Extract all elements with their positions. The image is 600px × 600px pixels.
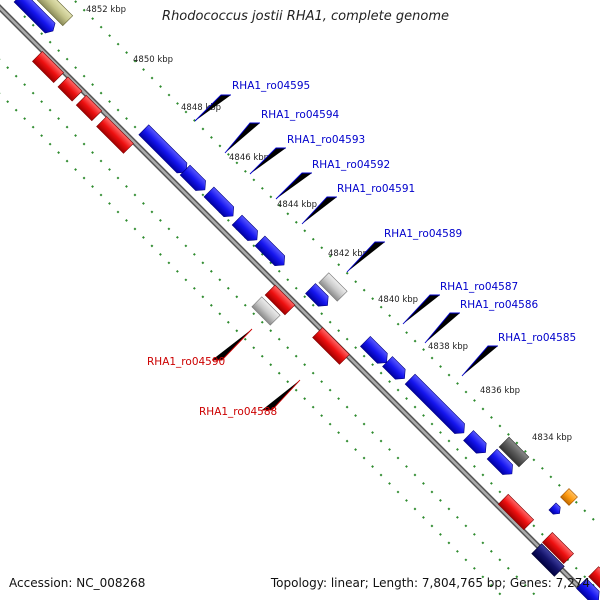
gene-ro04589[interactable]	[305, 283, 333, 311]
gene-forward-orange[interactable]	[560, 488, 578, 506]
gene-reverse[interactable]	[75, 94, 103, 122]
gene-label-ro04594[interactable]: RHA1_ro04594	[261, 109, 340, 121]
ruler-label: 4836 kbp	[480, 386, 520, 396]
gene-reverse-gray[interactable]	[251, 296, 281, 326]
gene-ro04593[interactable]	[203, 186, 238, 221]
gene-label-ro04587[interactable]: RHA1_ro04587	[440, 281, 518, 293]
ruler-label: 4844 kbp	[277, 200, 317, 210]
ruler-label: 4848 kbp	[181, 103, 221, 113]
gene-ro04591[interactable]	[254, 235, 289, 270]
gene-labels-reverse: RHA1_ro04590 RHA1_ro04588	[147, 356, 277, 418]
ruler-labels: 4852 kbp 4850 kbp 4848 kbp 4846 kbp 4844…	[86, 5, 572, 443]
gene-label-ro04586[interactable]: RHA1_ro04586	[460, 299, 539, 311]
gene-label-ro04595[interactable]: RHA1_ro04595	[232, 80, 310, 92]
ruler-label: 4852 kbp	[86, 5, 126, 15]
gene-ro04588[interactable]	[312, 327, 350, 365]
gene-label-ro04593[interactable]: RHA1_ro04593	[287, 134, 365, 146]
gene-reverse[interactable]	[32, 51, 64, 83]
gene-ro04587[interactable]	[360, 336, 391, 367]
ruler-label: 4842 kbp	[328, 249, 368, 259]
accession-text: Accession: NC_008268	[9, 576, 146, 590]
ruler-label: 4838 kbp	[428, 342, 468, 352]
gene-forward[interactable]	[486, 448, 517, 479]
label-leaders-reverse	[212, 328, 301, 411]
gene-ro04594[interactable]	[179, 164, 210, 195]
gene-ro04592[interactable]	[231, 214, 262, 245]
gene-forward[interactable]	[13, 0, 58, 36]
ruler-label: 4850 kbp	[133, 55, 173, 65]
gene-reverse[interactable]	[57, 76, 83, 102]
gene-ro04585[interactable]	[404, 373, 469, 438]
gene-forward[interactable]	[463, 430, 491, 458]
gene-ro04586[interactable]	[382, 356, 410, 384]
gene-forward[interactable]	[548, 502, 563, 517]
gene-forward-darkgray[interactable]	[498, 436, 530, 468]
gene-label-ro04592[interactable]: RHA1_ro04592	[312, 159, 390, 171]
ruler-label: 4840 kbp	[378, 295, 418, 305]
ruler-label: 4834 kbp	[532, 433, 572, 443]
tick-line-reverse-inner	[0, 58, 542, 600]
gene-label-ro04585[interactable]: RHA1_ro04585	[498, 332, 576, 344]
gene-forward-gray[interactable]	[318, 272, 348, 302]
gene-reverse[interactable]	[497, 493, 535, 531]
gene-label-ro04588[interactable]: RHA1_ro04588	[199, 406, 277, 418]
gene-ro04590[interactable]	[264, 284, 296, 316]
gene-labels-forward: RHA1_ro04595 RHA1_ro04594 RHA1_ro04593 R…	[232, 80, 576, 344]
gene-forward[interactable]	[576, 578, 600, 600]
ruler-label: 4846 kbp	[229, 153, 269, 163]
gene-label-ro04590[interactable]: RHA1_ro04590	[147, 356, 225, 368]
map-title: Rhodococcus jostii RHA1, complete genome	[162, 9, 449, 24]
gene-label-ro04589[interactable]: RHA1_ro04589	[384, 228, 462, 240]
gene-label-ro04591[interactable]: RHA1_ro04591	[337, 183, 415, 195]
tick-line-forward-outer	[72, 0, 600, 528]
gene-reverse[interactable]	[96, 116, 134, 154]
genome-backbone-highlight	[0, 6, 594, 600]
genome-summary-text: Topology: linear; Length: 7,804,765 bp; …	[270, 576, 590, 590]
label-leaders-forward	[194, 94, 498, 377]
gene-reverse[interactable]	[588, 566, 600, 590]
gene-reverse[interactable]	[542, 532, 574, 564]
gene-forward-navy[interactable]	[531, 543, 565, 577]
gene-forward-olive[interactable]	[36, 0, 74, 27]
gene-ro04595[interactable]	[138, 124, 191, 177]
